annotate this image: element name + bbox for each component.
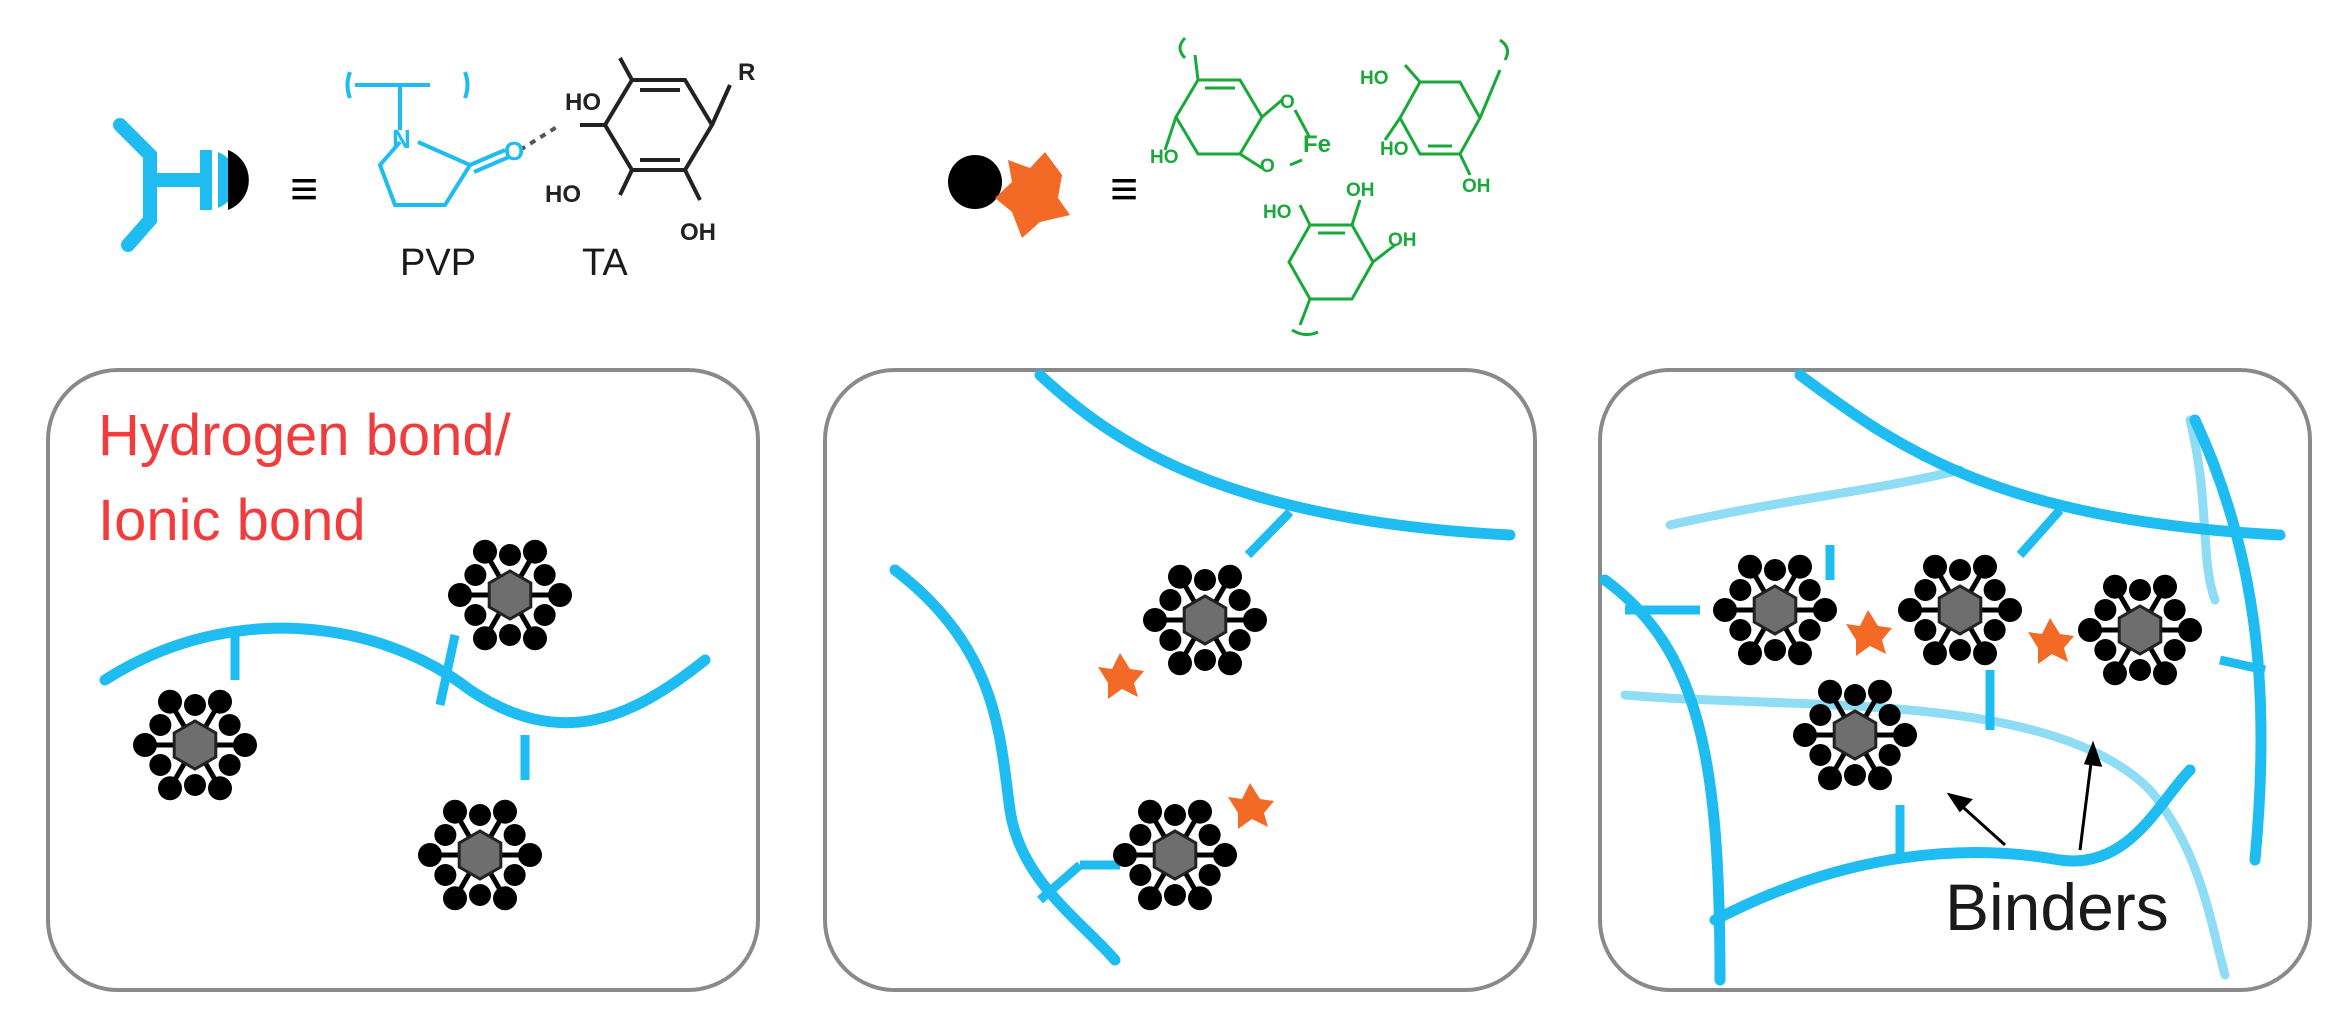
fe-complex-oh-1: OH [1462,176,1491,197]
ta-hydroxyl-left: HO [545,181,581,208]
ta-hydroxyl-bottom: OH [680,219,716,246]
panel-3-molecule-2 [1898,554,2022,666]
panel-hydrogen-ionic-bond: Hydrogen bond/ Ionic bond [46,368,760,992]
fe-complex-oh-3: OH [1388,230,1417,251]
panel-2-polymer-chain-bottom [889,564,1121,966]
panel-3-faded-chain-1 [1665,465,1965,530]
panel-2-polymer-chain-top [1034,369,1516,541]
pvp-label: PVP [400,242,476,284]
fe-complex-ho-1: HO [1150,147,1179,168]
fe-stars [1098,610,2074,829]
fe-complex-ho-4: HO [1263,202,1292,223]
panel-3-chain-right [2189,414,2267,866]
fe-complex-ho-2: HO [1360,68,1389,89]
fe-complex-iron: Fe [1303,131,1331,158]
panel-3-molecule-4 [1793,679,1917,791]
panel-3-chain-top [1794,369,2286,541]
ta-molecules [133,539,2202,911]
equiv-symbol-2: ≡ [1110,163,1138,216]
equiv-symbol-1: ≡ [290,163,318,216]
fe-star-glyph-icon [948,152,1070,238]
panel-3-molecule-3 [2078,574,2202,686]
fe-complex-oh-2: OH [1346,180,1375,201]
pvp-oxygen: O [504,136,524,166]
fe-complex-o-2: O [1260,156,1275,177]
panel-1-caption-line-2: Ionic bond [98,488,366,553]
panel-1-molecule-2 [448,539,572,651]
binders-label: Binders [1945,870,2169,944]
panel-3-molecule-1 [1713,554,1837,666]
panel-1-polymer-chain [99,622,711,729]
panel-1-caption-line-1: Hydrogen bond/ [98,403,512,468]
pvp-structure [345,71,562,207]
ta-r-group: R [738,59,755,86]
panel-1-molecule-3 [418,799,542,911]
panel-2-molecule-2 [1113,799,1237,911]
pvp-ta-legend: ≡ N O PVP HO HO OH R TA [113,57,755,284]
panel-2-star-2 [1228,783,1274,829]
panel-2-star-1 [1098,653,1144,699]
panel-1-molecule-1 [133,689,257,801]
ta-hydroxyl-top: HO [565,89,601,116]
panel-2-molecule-1 [1143,564,1267,676]
pvp-nitrogen: N [392,124,411,154]
panel-3-chain-bottom [1709,764,2196,926]
fe-ta-legend: ≡ [948,36,1510,337]
binder-arrows [1946,740,2103,851]
panel-fe-coordination [823,368,1537,992]
fe-complex-structure [1163,36,1510,337]
pvp-ta-glyph-icon [113,118,249,252]
panel-3-star-2 [2028,618,2074,664]
fe-complex-o-1: O [1280,92,1295,113]
ta-label: TA [582,242,628,284]
panel-binders-network: Binders [1598,368,2312,992]
panel-3-star-1 [1846,610,1892,656]
ta-structure [580,57,732,201]
fe-complex-ho-3: HO [1380,139,1409,160]
